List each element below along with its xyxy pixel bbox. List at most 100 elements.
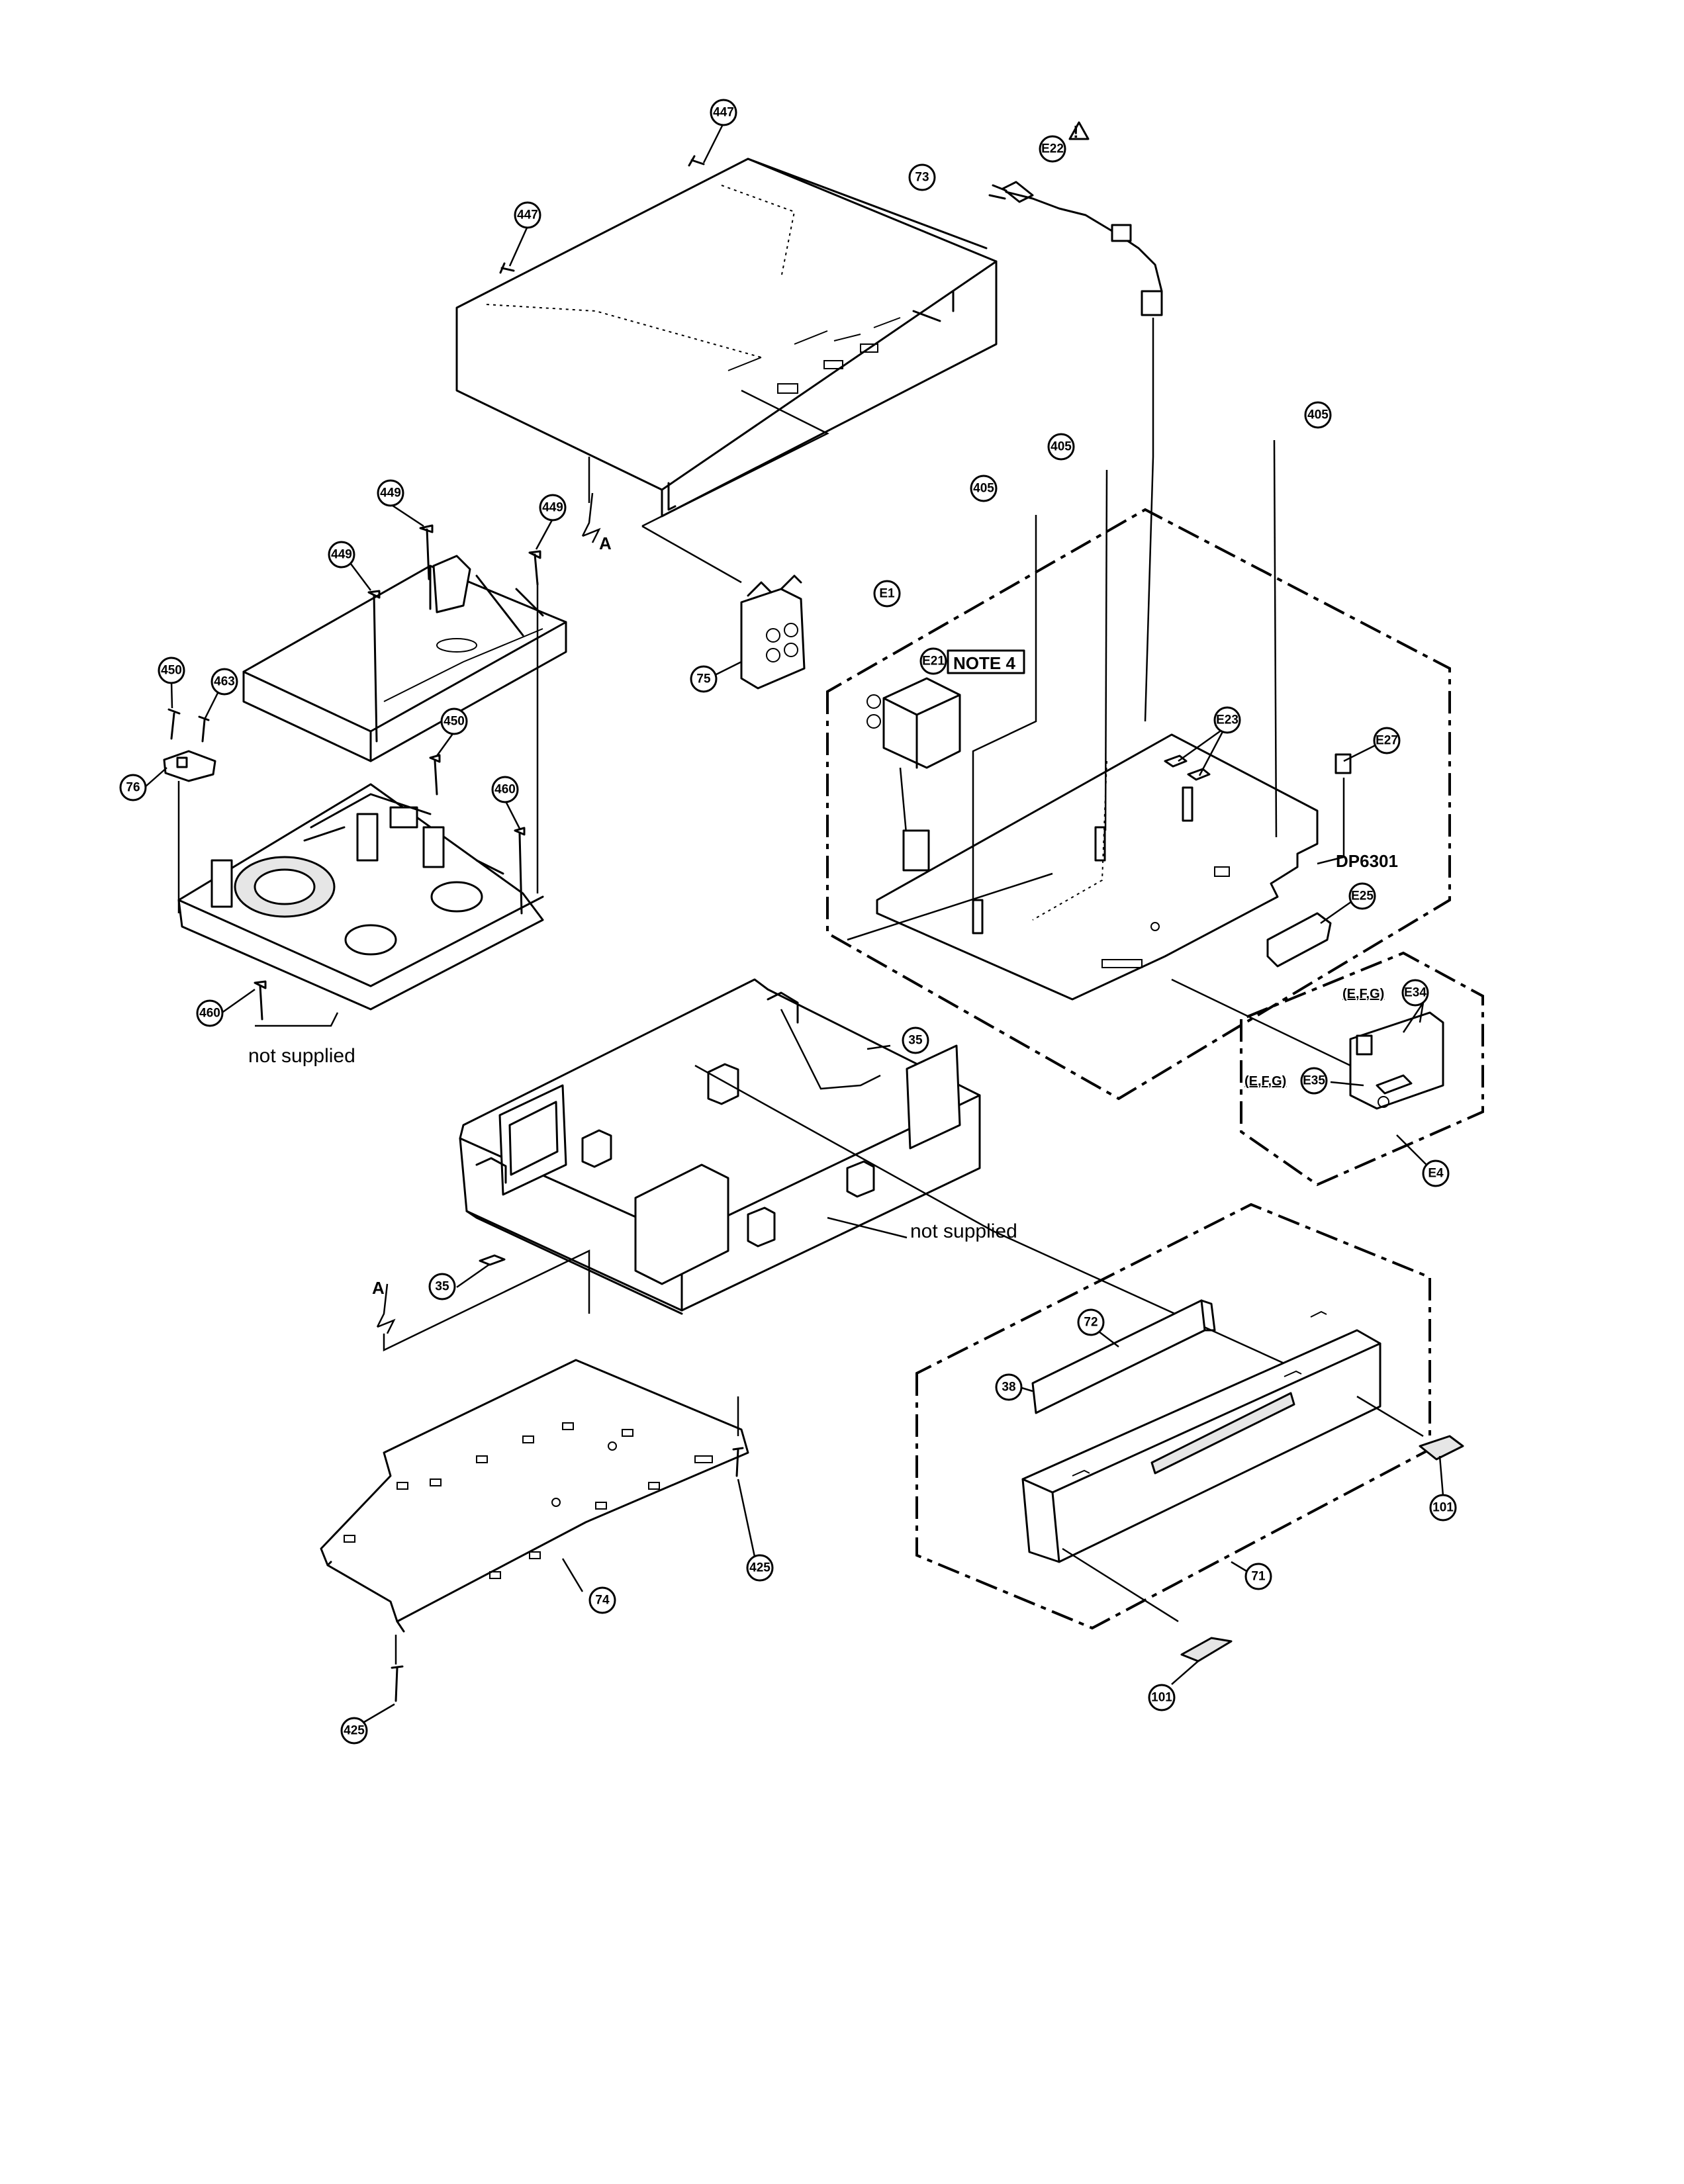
callout-circle bbox=[1244, 1563, 1272, 1590]
callout-circle bbox=[428, 1273, 456, 1300]
callout-circle bbox=[970, 475, 998, 502]
callout-number: 405 bbox=[973, 482, 994, 496]
warning-mark: ! bbox=[1073, 122, 1079, 142]
callout-circle bbox=[1300, 1067, 1328, 1095]
callout-number: 460 bbox=[199, 1007, 220, 1021]
callout-number: 405 bbox=[1051, 440, 1072, 454]
callout-number: E27 bbox=[1376, 734, 1398, 748]
callout-circle bbox=[710, 99, 737, 126]
callout-e1: E1 bbox=[873, 580, 901, 608]
callout-number: 463 bbox=[214, 675, 235, 689]
front-panel-group bbox=[915, 1203, 1464, 1685]
callout-number: 425 bbox=[344, 1724, 365, 1738]
callout-number: 76 bbox=[126, 781, 140, 795]
callout-450: 450 bbox=[440, 707, 468, 735]
callout-number: E22 bbox=[1041, 142, 1064, 156]
callout-number: E23 bbox=[1216, 713, 1239, 727]
callout-number: 38 bbox=[1002, 1381, 1015, 1394]
callout-number: 405 bbox=[1307, 408, 1329, 422]
front-board-group-e4 bbox=[1171, 951, 1484, 1187]
callout-101: 101 bbox=[1148, 1684, 1176, 1711]
callout-75: 75 bbox=[690, 665, 718, 693]
callout-circle bbox=[340, 1717, 368, 1745]
terminal-bracket-75 bbox=[641, 389, 829, 690]
not-supplied-label-deck: not supplied bbox=[248, 1045, 355, 1067]
efg-label-e34: (E,F,G) bbox=[1342, 987, 1384, 1001]
section-marker-a-bottom bbox=[376, 1250, 590, 1351]
bracket-76 bbox=[144, 681, 220, 913]
callout-number: 447 bbox=[713, 106, 734, 120]
callout-number: 35 bbox=[435, 1280, 449, 1294]
callout-number: E1 bbox=[879, 587, 895, 601]
callout-425: 425 bbox=[746, 1554, 774, 1582]
screws-447 bbox=[499, 122, 725, 274]
callout-number: 101 bbox=[1432, 1501, 1454, 1515]
callout-circle bbox=[119, 774, 147, 801]
callout-number: 449 bbox=[380, 486, 401, 500]
marker-a-bottom-label: A bbox=[372, 1278, 385, 1298]
callout-number: 425 bbox=[749, 1561, 771, 1575]
callout-number: 72 bbox=[1084, 1316, 1098, 1330]
text-labels: NOTE 4 DP6301 not supplied not supplied … bbox=[248, 122, 1398, 1298]
callout-circle bbox=[158, 657, 185, 684]
callout-73: 73 bbox=[908, 163, 936, 191]
callout-circle bbox=[873, 580, 901, 608]
callout-number: 35 bbox=[908, 1034, 923, 1048]
callout-number: E4 bbox=[1428, 1167, 1444, 1181]
callout-101: 101 bbox=[1429, 1494, 1457, 1522]
callout-circle bbox=[539, 494, 567, 522]
callout-447: 447 bbox=[514, 201, 541, 229]
callout-number: 73 bbox=[915, 171, 929, 185]
callout-circle bbox=[1213, 706, 1241, 734]
callout-circle bbox=[1077, 1308, 1105, 1336]
callout-number: E21 bbox=[922, 655, 945, 668]
callout-449: 449 bbox=[539, 494, 567, 522]
callout-35: 35 bbox=[902, 1026, 929, 1054]
callout-e35: E35 bbox=[1300, 1067, 1328, 1095]
chassis-frame bbox=[456, 978, 1358, 1398]
callout-71: 71 bbox=[1244, 1563, 1272, 1590]
efg-label-e35: (E,F,G) bbox=[1244, 1074, 1286, 1089]
callout-number: 101 bbox=[1151, 1691, 1172, 1705]
callout-number: 71 bbox=[1251, 1570, 1266, 1584]
callout-circle bbox=[1348, 882, 1376, 910]
callout-e4: E4 bbox=[1422, 1160, 1450, 1187]
callout-e27: E27 bbox=[1373, 727, 1401, 754]
cassette-housing bbox=[242, 555, 567, 762]
callout-405: 405 bbox=[1047, 433, 1075, 461]
callout-circle bbox=[1429, 1494, 1457, 1522]
callout-circle bbox=[1373, 727, 1401, 754]
part-callouts: 44744773E22405405405449449449E1E21754504… bbox=[119, 99, 1457, 1745]
callout-circle bbox=[210, 668, 238, 696]
callout-405: 405 bbox=[970, 475, 998, 502]
callout-number: 447 bbox=[517, 208, 538, 222]
section-marker-a-top bbox=[581, 457, 601, 543]
callout-447: 447 bbox=[710, 99, 737, 126]
callout-number: 449 bbox=[542, 501, 563, 515]
callout-405: 405 bbox=[1304, 401, 1332, 429]
callout-76: 76 bbox=[119, 774, 147, 801]
callout-circle bbox=[514, 201, 541, 229]
callout-460: 460 bbox=[491, 776, 519, 803]
callout-number: 75 bbox=[696, 672, 711, 686]
marker-a-top-label: A bbox=[599, 533, 612, 553]
callout-number: 460 bbox=[494, 783, 516, 797]
callout-number: 450 bbox=[161, 664, 182, 678]
callout-449: 449 bbox=[377, 479, 404, 507]
callout-circle bbox=[690, 665, 718, 693]
callout-circle bbox=[746, 1554, 774, 1582]
callout-circle bbox=[919, 647, 947, 675]
mechanism-screws bbox=[220, 503, 554, 1027]
note-4-label: NOTE 4 bbox=[953, 653, 1015, 673]
callout-450: 450 bbox=[158, 657, 185, 684]
callout-number: E25 bbox=[1351, 889, 1374, 903]
callout-number: E35 bbox=[1303, 1074, 1325, 1088]
top-cover-73 bbox=[455, 158, 998, 518]
callout-circle bbox=[1422, 1160, 1450, 1187]
main-pcb-group-e1 bbox=[826, 439, 1451, 1101]
not-supplied-label-chassis: not supplied bbox=[910, 1220, 1017, 1242]
bottom-plate-74 bbox=[320, 1359, 756, 1723]
callout-e34: E34 bbox=[1401, 979, 1429, 1007]
deck-mechanism bbox=[177, 783, 544, 1011]
